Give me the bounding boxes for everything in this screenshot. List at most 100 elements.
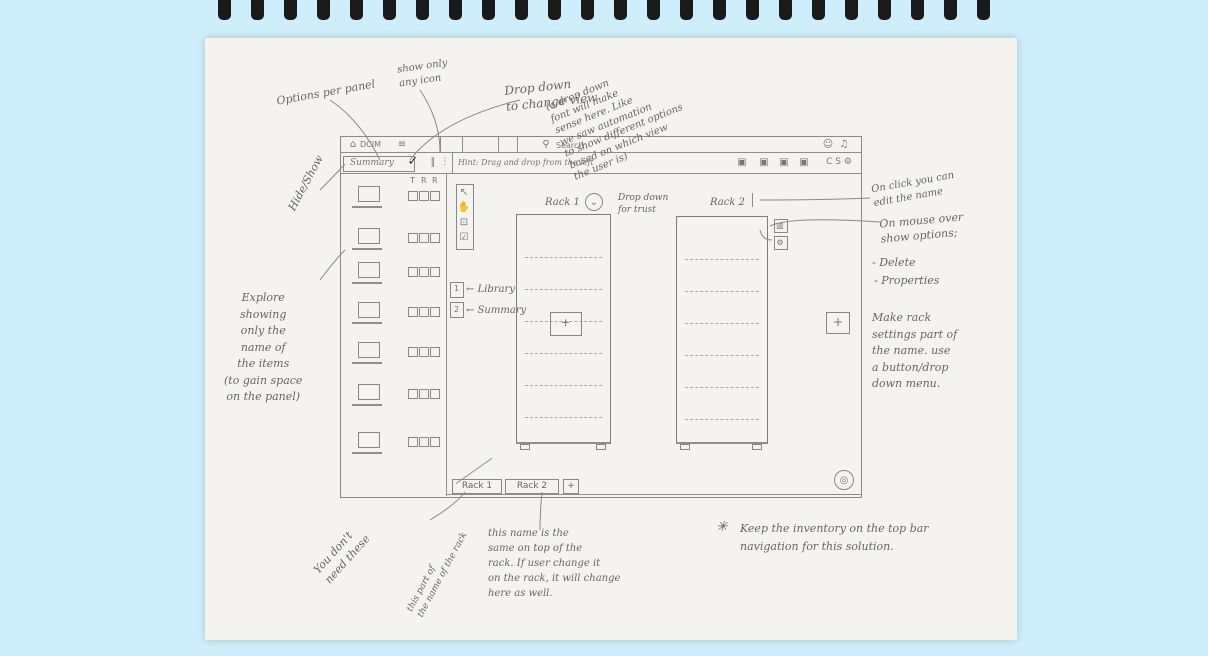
collapse-icon[interactable]: ∥ xyxy=(430,156,436,168)
library-item-checkbox[interactable] xyxy=(408,307,418,317)
toolbar-icon-4[interactable]: ▣ xyxy=(799,156,809,168)
add-rack-plus: + xyxy=(833,315,844,329)
rack-1-foot xyxy=(520,444,530,450)
search-icon[interactable]: ⚲ xyxy=(542,138,550,150)
home-icon[interactable]: ⌂ xyxy=(349,138,357,150)
tab-add[interactable]: + xyxy=(563,479,579,494)
panel-number-1[interactable] xyxy=(450,282,464,298)
drag-target[interactable] xyxy=(550,312,582,336)
note-delete: - Delete xyxy=(872,256,916,269)
menu-icon[interactable]: ≡ xyxy=(397,138,407,150)
library-item-thumbnail[interactable] xyxy=(358,262,380,278)
spiral-ring xyxy=(482,0,495,20)
bell-icon[interactable]: ♫ xyxy=(839,138,849,150)
note-this-name-same: this name is the same on top of the rack… xyxy=(488,528,621,599)
spiral-ring xyxy=(647,0,660,20)
rack-1-label[interactable]: Rack 1 xyxy=(545,197,580,208)
toolbar-icon-2[interactable]: ▣ xyxy=(759,156,769,168)
toolbar-separator xyxy=(440,137,441,152)
library-item-base xyxy=(352,322,382,324)
library-item-checkbox[interactable] xyxy=(430,233,440,243)
panel-label-summary: ← Summary xyxy=(466,305,527,316)
library-item-checkbox[interactable] xyxy=(419,307,429,317)
library-item-thumbnail[interactable] xyxy=(358,186,380,202)
hint-text: Hint: Drag and drop from the left xyxy=(458,158,594,167)
rack-2-cursor xyxy=(752,193,753,207)
rack-slot-line xyxy=(685,259,759,260)
library-item-checkbox[interactable] xyxy=(408,233,418,243)
select-tool-icon[interactable]: ↖ xyxy=(459,186,469,198)
add-rack-button[interactable] xyxy=(826,312,850,334)
library-item-thumbnail[interactable] xyxy=(358,384,380,400)
spiral-ring xyxy=(845,0,858,20)
library-item-checkbox[interactable] xyxy=(419,233,429,243)
app-title: DCIM xyxy=(360,140,382,149)
library-item-checkbox[interactable] xyxy=(419,347,429,357)
library-item-checkbox[interactable] xyxy=(430,191,440,201)
app-window-sketch xyxy=(340,136,862,498)
rack-2[interactable] xyxy=(676,216,768,444)
zoom-tool-icon[interactable]: ⊡ xyxy=(459,216,469,228)
library-item-checkbox[interactable] xyxy=(419,437,429,447)
rack-2-label[interactable]: Rack 2 xyxy=(710,197,745,208)
library-item-checkbox[interactable] xyxy=(408,437,418,447)
rack-1-foot xyxy=(596,444,606,450)
library-item-checkbox[interactable] xyxy=(430,437,440,447)
spiral-ring xyxy=(911,0,924,20)
check-tool-icon[interactable]: ☑ xyxy=(459,231,469,243)
library-item-thumbnail[interactable] xyxy=(358,432,380,448)
note-explore-showing: Explore showing only the name of the ite… xyxy=(224,291,303,403)
rack-1-dropdown-icon[interactable]: ⌄ xyxy=(585,193,603,211)
note-star: ✳ xyxy=(716,519,728,535)
library-item-checkbox[interactable] xyxy=(408,267,418,277)
settings-icon[interactable]: C S ⚙ xyxy=(826,157,852,167)
spiral-ring xyxy=(251,0,264,20)
rack-slot-line xyxy=(685,419,759,420)
fit-view-icon[interactable]: ◎ xyxy=(834,470,854,490)
library-item-checkbox[interactable] xyxy=(408,347,418,357)
library-item-checkbox[interactable] xyxy=(419,191,429,201)
library-item-checkbox[interactable] xyxy=(430,307,440,317)
check-icon: ✓ xyxy=(407,153,419,169)
library-item-thumbnail[interactable] xyxy=(358,342,380,358)
spiral-ring xyxy=(713,0,726,20)
spiral-ring xyxy=(317,0,330,20)
library-item-checkbox[interactable] xyxy=(408,191,418,201)
panel-divider xyxy=(452,153,453,173)
toolbar-icon-3[interactable]: ▣ xyxy=(779,156,789,168)
toolbar-separator xyxy=(462,137,463,152)
tab-rack-2[interactable]: Rack 2 xyxy=(505,479,559,494)
panel-number-2[interactable] xyxy=(450,302,464,318)
spiral-ring xyxy=(515,0,528,20)
more-options-icon[interactable]: ⋮ xyxy=(440,157,450,167)
note-dropdown-for-trust: Drop down for trust xyxy=(618,193,669,216)
library-item-checkbox[interactable] xyxy=(430,267,440,277)
library-item-thumbnail[interactable] xyxy=(358,228,380,244)
spiral-ring xyxy=(449,0,462,20)
library-item-checkbox[interactable] xyxy=(408,389,418,399)
tab-rack-1[interactable]: Rack 1 xyxy=(452,479,502,494)
toolbar-icon-1[interactable]: ▣ xyxy=(737,156,747,168)
library-item-checkbox[interactable] xyxy=(419,389,429,399)
spiral-ring xyxy=(680,0,693,20)
column-letter: R xyxy=(432,176,438,185)
properties-option[interactable] xyxy=(774,236,788,250)
rack-1-base xyxy=(516,442,610,444)
spiral-ring xyxy=(944,0,957,20)
rack-slot-line xyxy=(525,289,602,290)
library-item-base xyxy=(352,452,382,454)
user-icon[interactable]: ☺ xyxy=(822,138,834,150)
spiral-ring xyxy=(416,0,429,20)
library-item-checkbox[interactable] xyxy=(430,347,440,357)
library-item-checkbox[interactable] xyxy=(419,267,429,277)
panel-number-label: 1 xyxy=(454,284,460,293)
gear-icon: ⚙ xyxy=(776,237,784,247)
tool-strip xyxy=(456,184,474,250)
library-item-thumbnail[interactable] xyxy=(358,302,380,318)
hand-tool-icon[interactable]: ✋ xyxy=(457,201,471,213)
library-item-checkbox[interactable] xyxy=(430,389,440,399)
note-keep-inventory: Keep the inventory on the top bar naviga… xyxy=(740,522,929,553)
spiral-ring xyxy=(218,0,231,20)
rack-slot-line xyxy=(685,291,759,292)
spiral-ring xyxy=(548,0,561,20)
